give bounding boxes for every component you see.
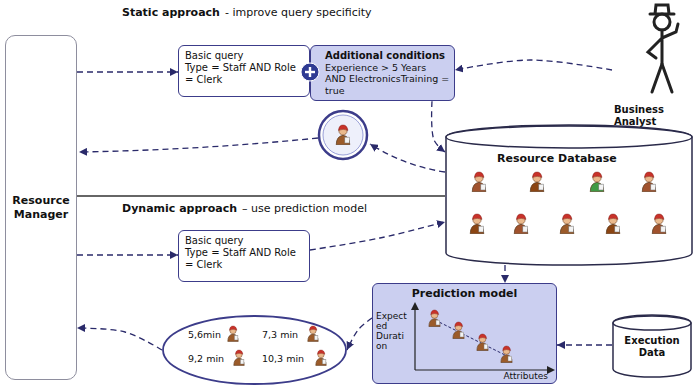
- section-heading: – use prediction model: [242, 202, 367, 215]
- resource-icon: [308, 326, 319, 341]
- separator-line: [77, 195, 445, 197]
- node-text: Basic query: [185, 50, 297, 62]
- resource-icon: [228, 326, 239, 341]
- resource-manager-box: Resource Manager: [5, 35, 77, 380]
- node-text: 5,6min: [188, 329, 221, 340]
- resource-icon: [234, 350, 245, 365]
- node-text: 7,3 min: [262, 329, 298, 340]
- flow-connector: [347, 318, 372, 350]
- resource-icon: [652, 214, 666, 234]
- analyst-body: [648, 24, 678, 64]
- resource-icon: [501, 346, 512, 363]
- axis-arrow: [411, 302, 555, 374]
- node-text: Additional conditions: [325, 50, 450, 62]
- resource-icon: [530, 172, 544, 192]
- node-text: Expected Duration: [376, 312, 408, 352]
- query-box: Basic queryType = Staff AND Role = Clerk: [178, 230, 310, 282]
- flow-connector: [77, 328, 162, 350]
- analyst-hat: [650, 5, 674, 14]
- resource-icon: [477, 334, 488, 351]
- resource-database: Resource Database: [445, 125, 693, 265]
- selected-resource-circle: [319, 111, 367, 159]
- resource-icon: [472, 172, 486, 192]
- result-flow-line: [79, 138, 318, 152]
- flow-connector: [504, 265, 505, 283]
- node-text: Execution Data: [612, 335, 692, 359]
- conditions-box: Additional conditionsExperience > 5 Year…: [310, 45, 455, 101]
- resource-icon: [316, 350, 327, 365]
- flow-connector: [455, 60, 612, 70]
- resource-icon: [590, 172, 604, 192]
- flow-connector: [432, 101, 445, 152]
- result-flow-line: [370, 144, 445, 172]
- node-text: Business Analyst: [614, 104, 694, 128]
- node-text: Attributes: [504, 371, 548, 382]
- selected-resource-ring: [323, 115, 363, 155]
- node-text: Resource Database: [497, 152, 617, 165]
- node-text: Type = Staff AND Role = Clerk: [185, 62, 297, 86]
- resource-icon: [470, 214, 484, 234]
- analyst-figure: Business Analyst: [612, 2, 698, 130]
- execution-data-store: Execution Data: [612, 315, 692, 377]
- shape-outline: [162, 315, 347, 385]
- resource-icon: [429, 310, 440, 327]
- cylinder-body: [613, 315, 691, 377]
- flow-connector: [77, 254, 178, 255]
- cylinder-body: [446, 125, 692, 265]
- ranking-ellipse: 5,6min 7,3 min 9,2 min 10,3 min: [162, 315, 347, 385]
- chart-axis: [415, 306, 551, 370]
- flow-connector: [77, 71, 178, 72]
- resource-icon: [560, 214, 574, 234]
- analyst-head: [654, 14, 670, 30]
- node-text: Type = Staff AND Role = Clerk: [185, 247, 297, 271]
- node-text: Resource Manager: [6, 194, 76, 220]
- node-text: 10,3 min: [262, 353, 304, 364]
- node-text: Basic query: [185, 235, 297, 247]
- flow-connector: [557, 344, 612, 345]
- resource-icon: [453, 322, 464, 339]
- analyst-legs: [652, 64, 672, 92]
- node-text: 9,2 min: [188, 353, 224, 364]
- resource-icon: [642, 172, 656, 192]
- query-box: Basic queryType = Staff AND Role = Clerk: [178, 45, 310, 97]
- cylinder-top: [446, 126, 692, 148]
- node-text: Experience > 5 Years AND ElectronicsTrai…: [325, 62, 450, 96]
- section-heading: Static approach: [122, 6, 220, 19]
- ellipse-outline: [163, 316, 346, 384]
- shape-outline: [445, 125, 693, 265]
- cylinder-top: [613, 316, 691, 330]
- resource-icon: [336, 125, 350, 145]
- flow-connector: [310, 222, 445, 250]
- prediction-model-box: Prediction modelExpected DurationAttribu…: [372, 283, 557, 384]
- section-heading: Dynamic approach: [122, 202, 237, 215]
- resource-icon: [514, 214, 528, 234]
- node-text: Prediction model: [373, 287, 556, 300]
- section-heading: - improve query specificity: [225, 6, 372, 19]
- trend-line: [435, 320, 507, 356]
- resource-icon: [606, 214, 620, 234]
